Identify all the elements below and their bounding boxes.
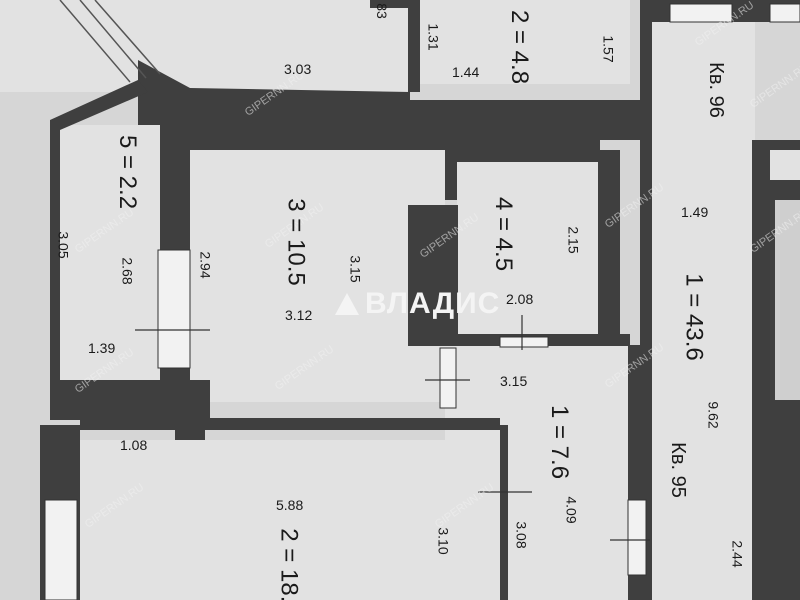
room-area: 4.5 <box>490 237 518 272</box>
wall-hall-left <box>640 0 652 600</box>
balcony-line-a <box>59 0 131 83</box>
dim-1-39: 1.39 <box>88 340 116 356</box>
room-top-left-floor <box>0 0 410 92</box>
room2top-label: 2 = 4.8 <box>506 9 534 85</box>
room-area: 7.6 <box>546 445 574 480</box>
room3-label: 3 = 10.5 <box>282 198 310 286</box>
window-room4 <box>499 336 549 348</box>
right-niche <box>770 150 800 180</box>
brand-logo-mark <box>335 293 359 315</box>
room-area: 4.8 <box>506 50 534 85</box>
room2top-floor <box>420 0 630 84</box>
dim-5-88: 5.88 <box>276 497 304 513</box>
room1-label: 1 = 7.6 <box>546 404 574 480</box>
window-room3 <box>157 249 191 369</box>
apartment-96-label: Кв. 96 <box>704 62 727 118</box>
wall-room4-left <box>408 205 458 345</box>
hall-floor <box>650 22 755 600</box>
room4-label: 4 = 4.5 <box>490 196 518 272</box>
dim-3-15-b: 3.15 <box>500 373 528 389</box>
dim-3-08: 3.08 <box>513 521 530 549</box>
dim-2-94: 2.94 <box>197 251 214 279</box>
dim-1-57: 1.57 <box>600 35 617 63</box>
room-number: 2 <box>275 528 303 542</box>
wall-central <box>138 60 640 400</box>
dim-1-44: 1.44 <box>452 64 480 80</box>
wall-room2-right <box>500 425 508 600</box>
balcony-line-c <box>94 0 161 75</box>
room-area: 43.6 <box>680 314 708 361</box>
window-corner <box>769 3 800 23</box>
dim-3-12: 3.12 <box>285 307 313 323</box>
wall-room2-top <box>80 418 500 430</box>
dim-1-49: 1.49 <box>681 204 709 220</box>
dim-2-08: 2.08 <box>506 291 534 307</box>
dim-1-08: 1.08 <box>120 437 148 453</box>
hall-label: 1 = 43.6 <box>680 273 708 361</box>
window-top-right <box>669 3 733 23</box>
dim-3-15-a: 3.15 <box>347 255 364 283</box>
brand-name: ВЛАДИС <box>365 287 501 320</box>
window-room2 <box>44 499 78 600</box>
room4-floor <box>457 162 599 334</box>
balcony-line-b <box>79 0 147 79</box>
room-number: 1 <box>680 273 708 287</box>
dim-2-44: 2.44 <box>729 540 746 568</box>
wall-top-stub <box>370 0 410 8</box>
dim-2-68: 2.68 <box>119 257 136 285</box>
brand-logo: ВЛАДИС <box>335 287 500 321</box>
room-number: 5 <box>114 134 142 149</box>
dim-3-05: 3.05 <box>55 231 72 259</box>
dim-1-31: 1.31 <box>425 23 442 51</box>
room-area: 10.5 <box>282 239 310 286</box>
dim-3-03: 3.03 <box>284 61 312 77</box>
door-room1 <box>439 347 457 409</box>
dim-4-09: 4.09 <box>563 496 580 524</box>
room-area: 2.2 <box>114 175 142 210</box>
room3-floor <box>190 150 445 402</box>
wall-top-mid <box>408 0 420 92</box>
dim-9-62: 9.62 <box>705 401 722 429</box>
room-number: 3 <box>282 198 310 212</box>
room-area: 18.0 <box>275 569 303 600</box>
room-number: 4 <box>490 196 518 211</box>
room2-floor <box>80 440 500 600</box>
room5-label: 5 = 2.2 <box>114 134 142 210</box>
right-inner-room <box>775 200 800 400</box>
room2-label: 2 = 18.0 <box>275 528 303 600</box>
dim-2-15: 2.15 <box>565 226 582 254</box>
window-room1 <box>627 499 647 576</box>
dim-3-10: 3.10 <box>435 527 452 555</box>
apartment-95-label: Кв. 95 <box>666 442 689 498</box>
wall-room4-right <box>598 150 620 345</box>
room-number: 1 <box>546 404 574 419</box>
room-number: 2 <box>506 9 534 24</box>
wall-room5-left <box>50 80 148 385</box>
room5-floor <box>60 125 160 380</box>
dim-83: 83 <box>373 3 390 19</box>
